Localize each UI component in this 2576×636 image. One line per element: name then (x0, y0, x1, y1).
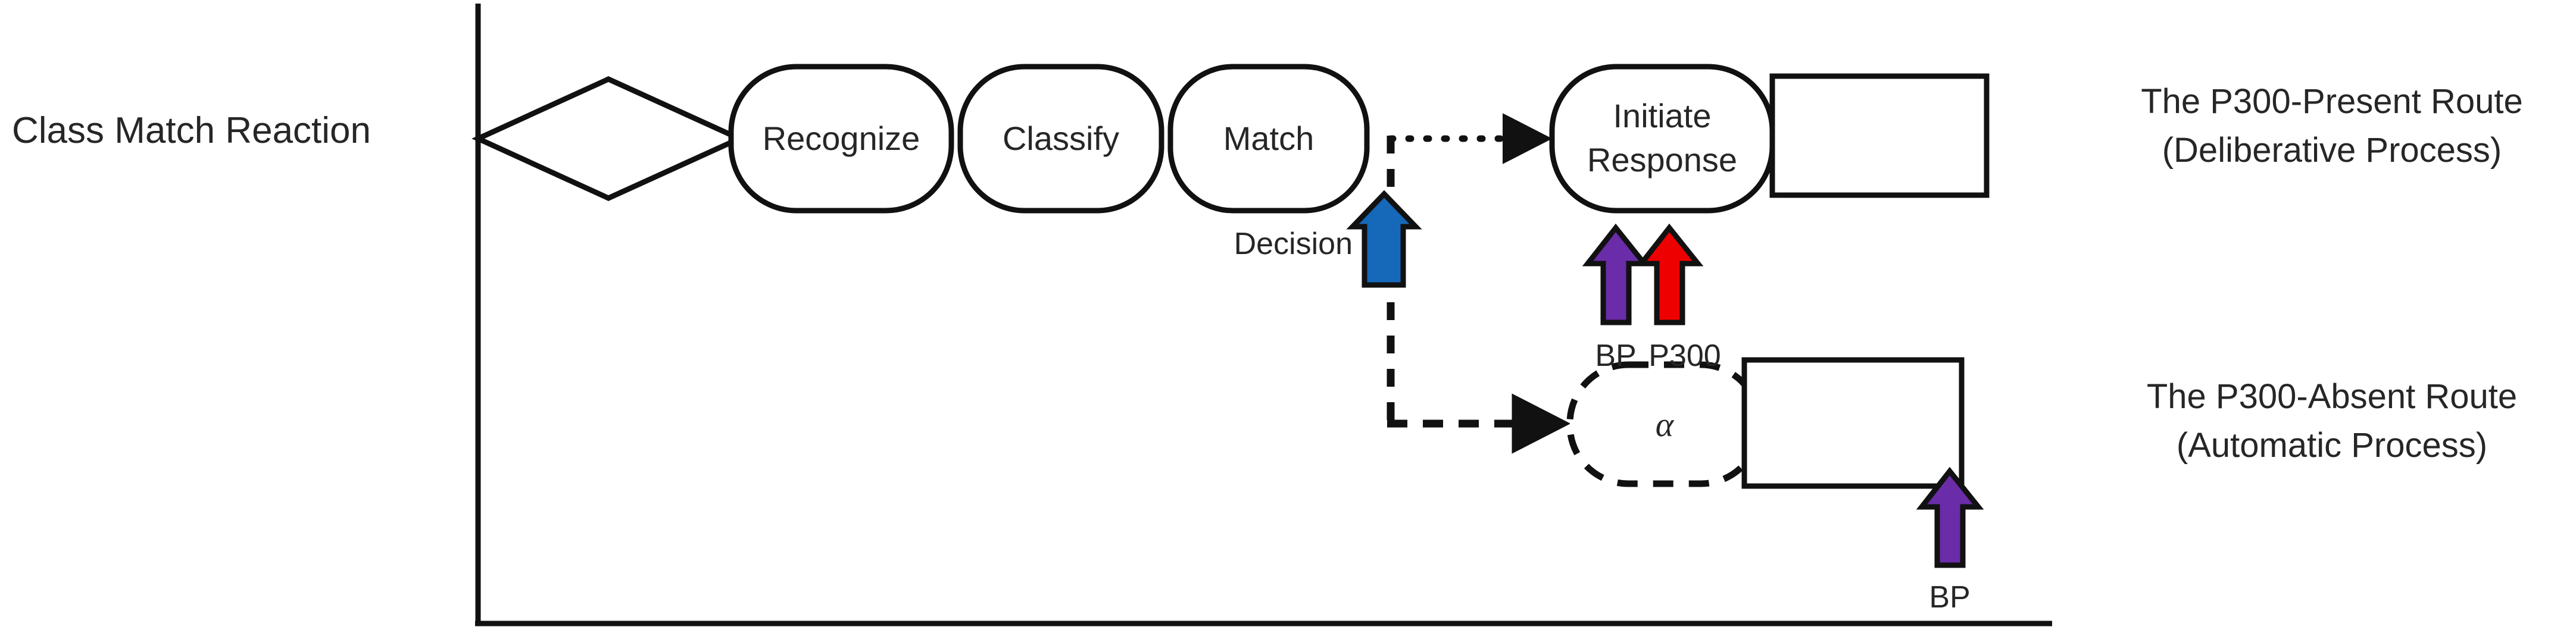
node-alpha: α (1566, 361, 1763, 487)
route-label-upper: The P300-Present Route (Deliberative Pro… (2141, 82, 2523, 170)
node-classify: Classify (957, 64, 1164, 214)
match-shape (1167, 64, 1370, 214)
node-recognize: Recognize (728, 64, 954, 214)
blue-decision-arrow (1346, 190, 1422, 288)
route-label-lower-line2: (Automatic Process) (2177, 426, 2487, 465)
bp-arrow-upper-label: BP (1595, 339, 1636, 373)
route-label-lower-line1: The P300-Absent Route (2147, 377, 2517, 416)
p300-arrow-shape (1635, 223, 1704, 325)
route-label-lower: The P300-Absent Route (Automatic Process… (2147, 377, 2517, 465)
p300-arrow: P300 (1635, 223, 1721, 373)
blue-decision-arrow-shape (1346, 190, 1422, 288)
recognize-label: Recognize (763, 120, 920, 157)
decision-diamond-shape (472, 76, 746, 201)
initiate-response-label-line1: Initiate (1613, 97, 1712, 134)
node-match: Match (1167, 64, 1370, 214)
alpha-label: α (1656, 405, 1675, 444)
bp-arrow-lower-label: BP (1929, 580, 1970, 615)
route-label-upper-line1: The P300-Present Route (2141, 82, 2523, 121)
bp-arrow-upper-shape (1582, 223, 1650, 325)
axis-group (475, 4, 2052, 626)
match-label: Match (1223, 120, 1314, 157)
node-initiate-response: Initiate Response (1549, 64, 1775, 214)
bp-arrow-lower: BP (1916, 466, 1984, 615)
classify-shape (957, 64, 1164, 214)
bp-arrow-lower-shape (1916, 466, 1984, 568)
initiate-response-shape (1549, 64, 1775, 214)
axis-label-class-match-reaction: Class Match Reaction (12, 110, 371, 151)
response-box-upper (1769, 73, 1990, 198)
route-label-upper-line2: (Deliberative Process) (2162, 131, 2502, 170)
bp-arrow-upper: BP (1582, 223, 1650, 373)
p300-arrow-label: P300 (1648, 339, 1721, 373)
response-box-lower (1741, 357, 1965, 489)
alpha-shape (1566, 361, 1763, 487)
recognize-shape (728, 64, 954, 214)
branch-label-decision: Decision (1234, 227, 1353, 261)
classify-label: Classify (1003, 120, 1119, 157)
initiate-response-label-line2: Response (1587, 141, 1737, 178)
